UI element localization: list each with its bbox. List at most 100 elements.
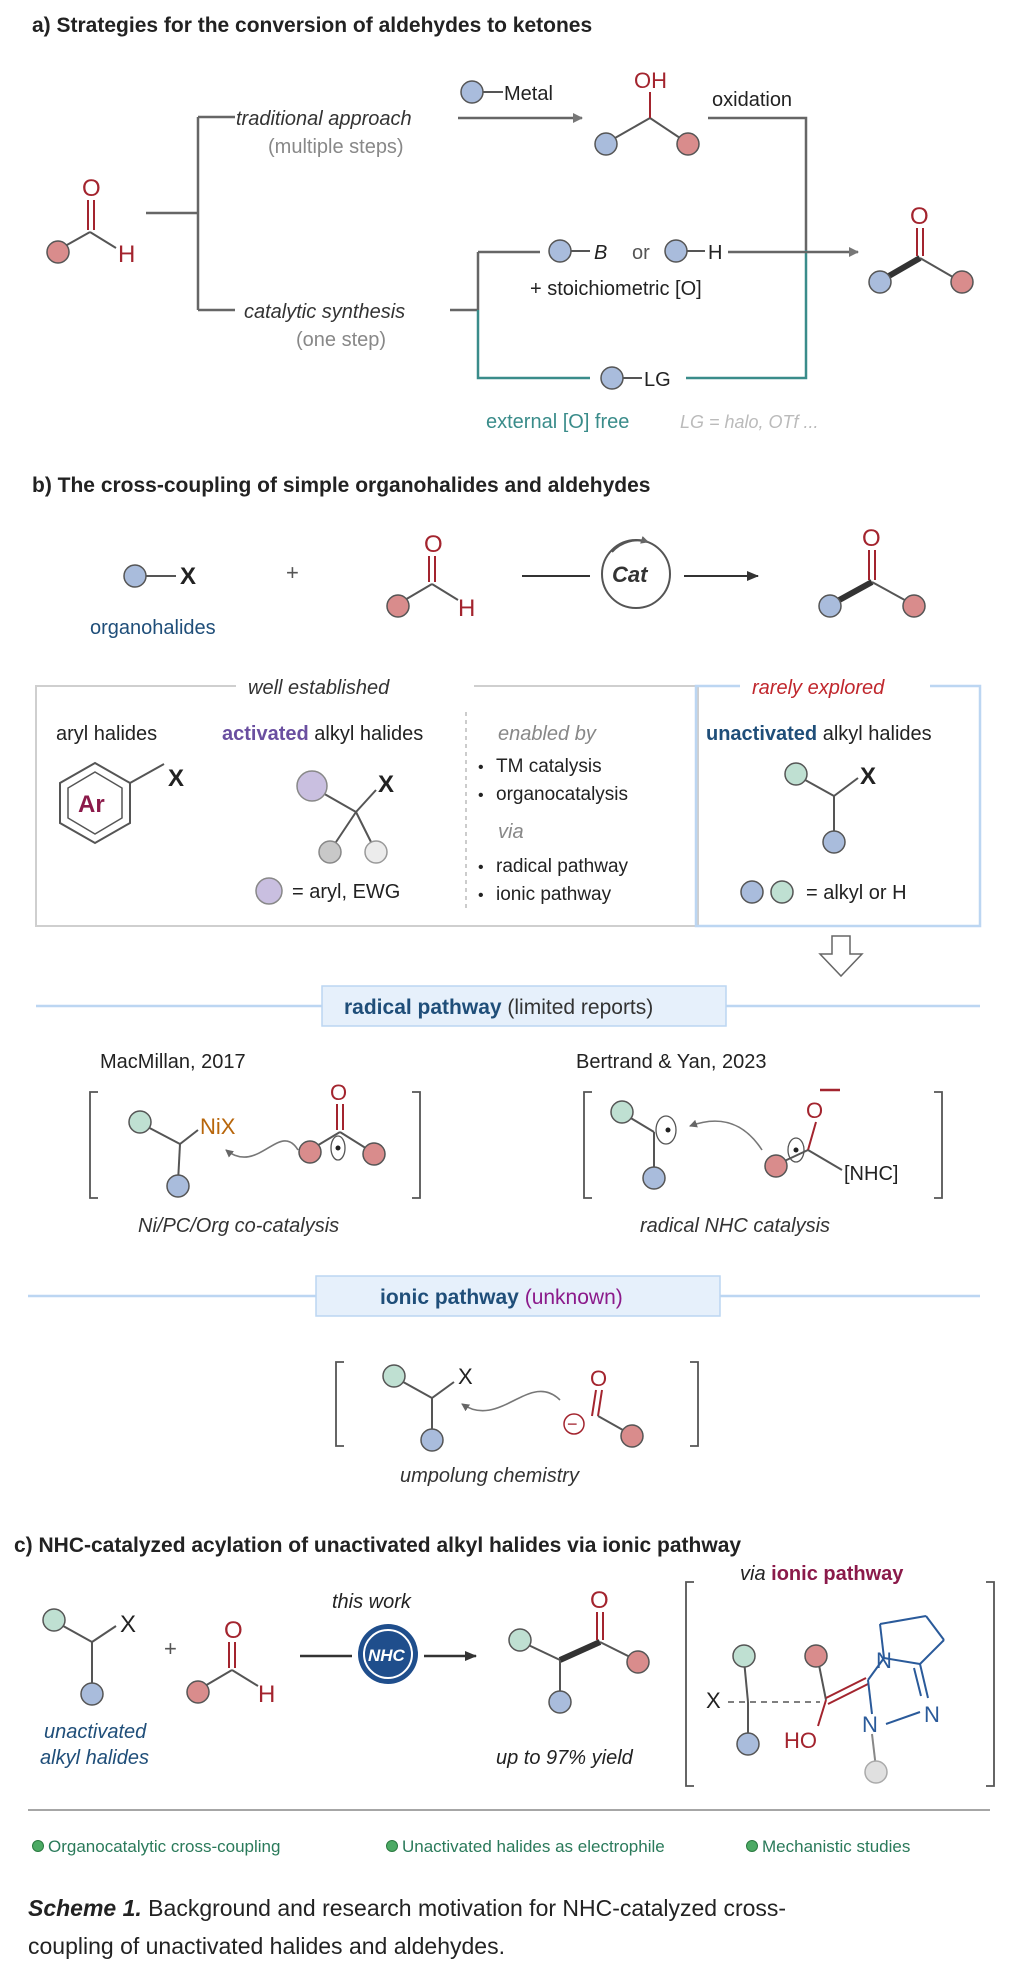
lg-label: LG [644,369,671,391]
red-ball [362,1142,386,1166]
blue-ball [420,1428,444,1452]
o-minus-o: O [806,1098,823,1123]
blue-ball [740,880,764,904]
c-aldehyde-o: O [224,1617,243,1644]
teal-ball [42,1608,66,1632]
ketone-b-o: O [862,525,881,552]
ionic-pathway-note: (unknown) [525,1286,623,1309]
red-ball [186,1680,210,1704]
red-ball [804,1644,828,1668]
svg-text:•: • [478,887,484,904]
unactivated-word: unactivated [706,723,817,745]
ionic-intermediate-bracket [685,1581,995,1787]
highlight-3: Mechanistic studies [762,1837,910,1856]
blue-ball [664,239,688,263]
svg-text:•: • [478,787,484,804]
unactivated-alkyl-structure: X [784,762,876,854]
highlight-bullet [32,1840,44,1852]
light-gray-ball [364,840,388,864]
umpolung-minus: − [567,1414,578,1434]
nix-label: NiX [200,1114,236,1139]
oh-label: OH [634,68,667,93]
activated-x: X [378,771,394,798]
breslow-x: X [706,1688,721,1713]
yield-label: up to 97% yield [496,1747,634,1769]
red-ball [386,594,410,618]
red-ball [902,594,926,618]
organocatalysis: organocatalysis [496,784,628,805]
lg-path [476,310,590,380]
blue-ball [868,270,892,294]
n-label-1: N [876,1648,892,1673]
c-plus: + [164,1636,177,1661]
catalytic-label: catalytic synthesis [244,301,405,323]
red-ball [676,132,700,156]
radical-pathway-box [321,985,727,1027]
plus-b: + [286,560,299,585]
ar-label: Ar [78,791,105,818]
umpolung-structure: X − O [382,1364,644,1452]
ionic-pathway-word: ionic pathway [380,1286,519,1309]
ionic-pathway-title: ionic pathway (unknown) [380,1286,623,1309]
alcohol-structure: OH [594,68,700,156]
enabled-by-label: enabled by [498,723,597,745]
oxidation-path [708,116,808,250]
blue-ball [822,830,846,854]
red-ball [298,1140,322,1164]
aryl-x: X [168,765,184,792]
activated-alkyl-structure: X [296,770,394,864]
nhc-bracket-label: [NHC] [844,1163,898,1185]
c-alkyl-halide-structure: X [42,1608,136,1706]
highlight-1: Organocatalytic cross-coupling [48,1837,280,1856]
cat-label: Cat [612,562,649,587]
highlight-bullet [746,1840,758,1852]
blue-ball [548,239,572,263]
radical-nhc-label: radical NHC catalysis [640,1215,830,1237]
blue-ball [642,1166,666,1190]
nhc-badge-label: NHC [368,1646,406,1665]
ionic-word: ionic pathway [771,1563,904,1585]
purple-ball [296,770,328,802]
ho-label: HO [784,1728,817,1753]
blue-ball [736,1732,760,1756]
external-label: external [O] free [486,411,629,433]
catalyst-cycle: Cat [601,536,671,609]
bertrand-label: Bertrand & Yan, 2023 [576,1051,767,1073]
via-label-b: via [498,821,524,843]
via-ionic-label: via ionic pathway [740,1563,904,1585]
teal-ball [610,1100,634,1124]
blue-ball [123,564,147,588]
hydrogen-label: H [708,242,722,264]
c-x: X [120,1611,136,1638]
macmillan-bracket [89,1091,421,1199]
gray-ball [318,840,342,864]
tm-catalysis: TM catalysis [496,756,602,777]
c-unactivated-1: unactivated [44,1721,147,1743]
ketone-structure-a: O [868,203,974,294]
breslow-intermediate: X HO N N N [706,1615,945,1784]
umpolung-label: umpolung chemistry [400,1465,580,1487]
oxidation-label: oxidation [712,89,792,111]
red-ball [620,1424,644,1448]
macmillan-label: MacMillan, 2017 [100,1051,246,1073]
stoich-label: + stoichiometric [O] [530,278,702,300]
activated-word: activated [222,723,309,745]
c-product-o: O [590,1587,609,1614]
c-aldehyde-h: H [258,1681,275,1708]
alkyl-or-h-label: = alkyl or H [806,882,907,904]
red-ball [764,1154,788,1178]
svg-text:•: • [478,859,484,876]
light-gray-ball [864,1760,888,1784]
or-label: or [632,242,650,264]
teal-ball [128,1110,152,1134]
benzene-ring: Ar X [59,761,184,845]
rarely-explored-label: rarely explored [752,677,885,699]
c-aldehyde-structure: O H [186,1617,275,1708]
alkyl-halides-word: alkyl halides [309,723,424,745]
bertrand-structure: O [NHC] [610,1088,898,1190]
c-product-structure: O [508,1587,650,1714]
caption-line-2: coupling of unactivated halides and alde… [28,1933,505,1959]
caption-line-1: Scheme 1. Background and research motiva… [28,1895,786,1921]
macmillan-o: O [330,1080,347,1105]
